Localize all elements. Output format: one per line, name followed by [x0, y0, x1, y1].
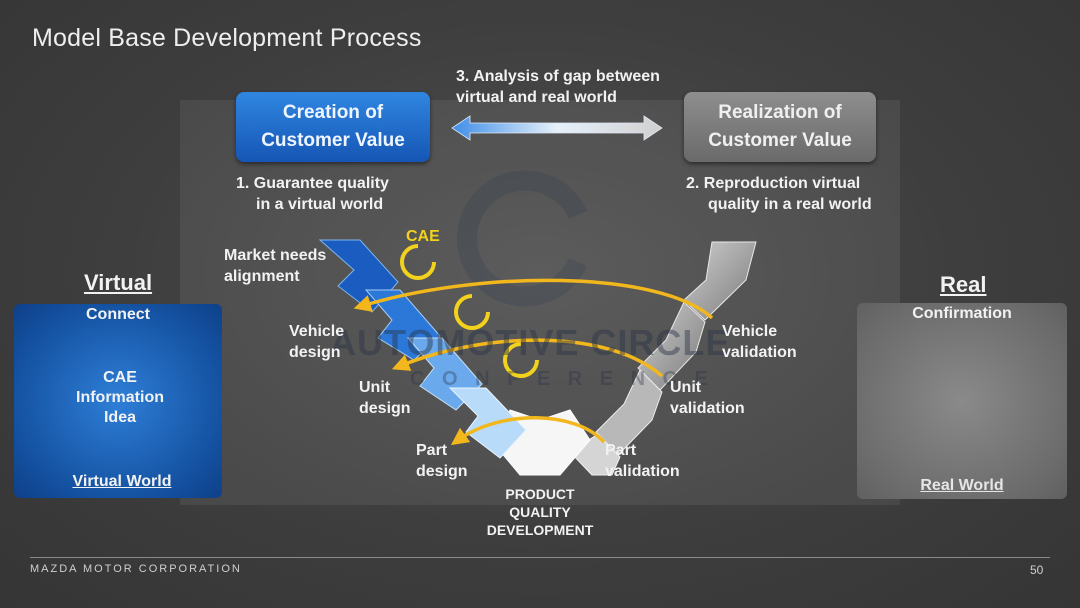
vehicle-design-label: Vehicle design	[289, 323, 345, 361]
reproduction-quality-label: 2. Reproduction virtual quality in a rea…	[686, 175, 872, 213]
realization-line1: Realization of	[718, 102, 842, 123]
watermark-subtext: C O N F E R E N C E	[410, 368, 715, 390]
company-footer: MAZDA MOTOR CORPORATION	[30, 563, 242, 575]
virtual-world-panel	[14, 304, 222, 498]
virtual-center-text: CAE Information Idea	[76, 369, 164, 426]
real-world-panel	[857, 303, 1067, 499]
product-quality-development-label: PRODUCT QUALITY DEVELOPMENT	[486, 486, 594, 538]
feedback-arrows	[353, 278, 714, 446]
realization-customer-value-box: Realization of Customer Value	[684, 92, 876, 162]
watermark-text: AUTOMOTIVE CIRCLE	[330, 322, 731, 363]
part-design-label: Part design	[416, 442, 468, 480]
real-heading: Real	[940, 272, 987, 297]
page-number: 50	[1030, 563, 1044, 577]
gap-double-arrow	[451, 115, 663, 141]
confirmation-label: Confirmation	[912, 305, 1012, 322]
market-needs-label: Market needs alignment	[224, 247, 327, 285]
vehicle-validation-label: Vehicle validation	[722, 323, 797, 361]
slide-title: Model Base Development Process	[32, 24, 422, 52]
virtual-heading: Virtual	[84, 270, 153, 295]
part-validation-label: Part validation	[605, 442, 680, 480]
gap-analysis-label: 3. Analysis of gap between virtual and r…	[456, 68, 660, 106]
cae-loop-icons	[400, 244, 539, 378]
watermark-logo	[456, 170, 588, 307]
virtual-world-label: Virtual World	[72, 473, 172, 490]
realization-line2: Customer Value	[708, 130, 852, 151]
footer-divider	[30, 557, 1050, 558]
cae-label: CAE	[406, 228, 440, 245]
unit-design-label: Unit design	[359, 379, 411, 417]
validation-leg	[569, 241, 757, 476]
creation-line1: Creation of	[282, 102, 384, 123]
guarantee-quality-label: 1. Guarantee quality in a virtual world	[236, 175, 389, 213]
real-world-label: Real World	[920, 477, 1004, 494]
creation-line2: Customer Value	[261, 130, 405, 151]
creation-customer-value-box: Creation of Customer Value	[236, 92, 430, 162]
connect-label: Connect	[86, 306, 150, 323]
unit-validation-label: Unit validation	[670, 379, 745, 417]
